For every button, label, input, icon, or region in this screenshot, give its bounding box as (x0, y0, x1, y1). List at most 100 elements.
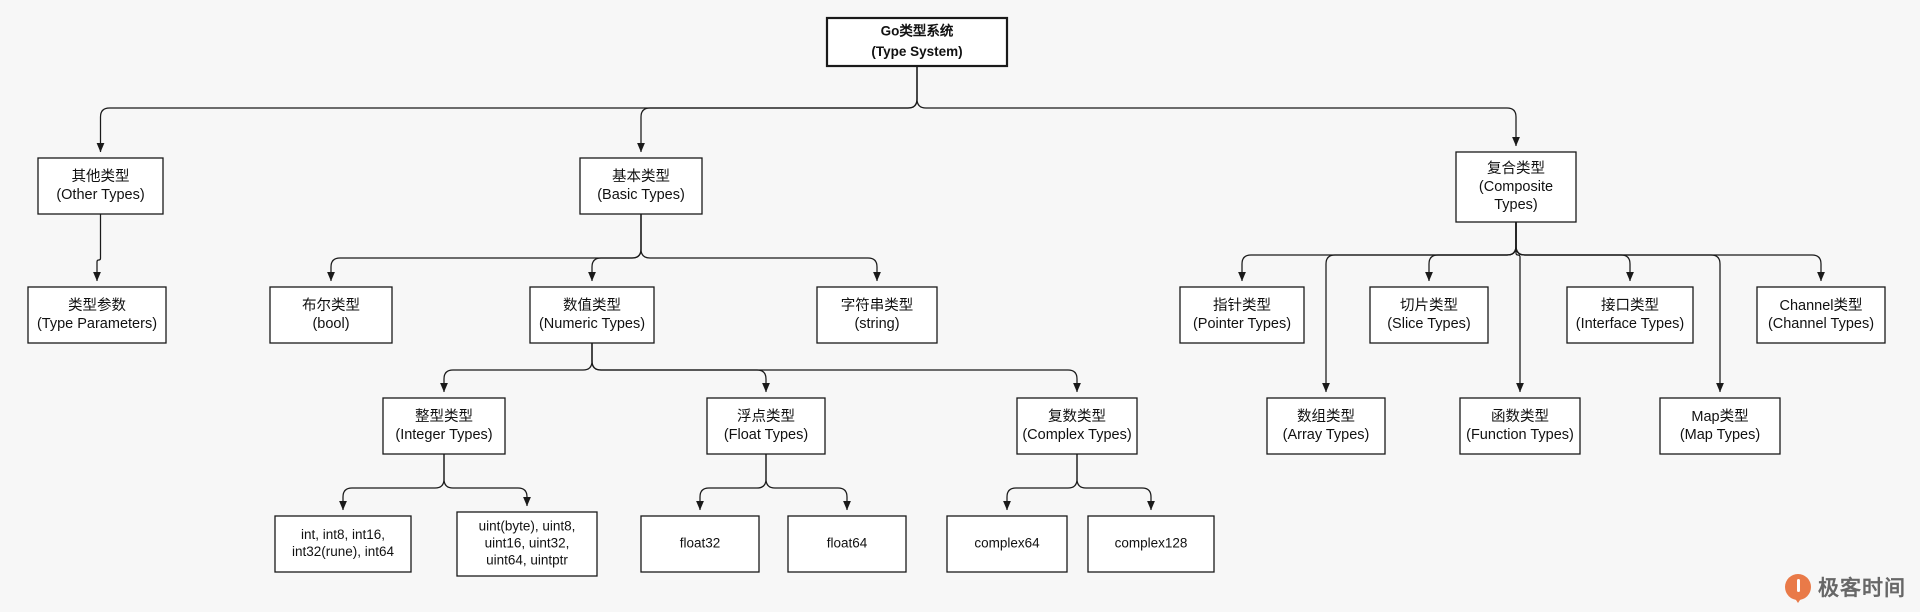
node-label-line: (Channel Types) (1768, 316, 1874, 332)
node-label-line: int32(rune), int64 (292, 544, 395, 559)
edge-numeric-types-to-complex-types (591, 343, 1082, 393)
geektime-logo-icon (1785, 574, 1811, 603)
node-label-line: uint64, uintptr (486, 553, 568, 568)
node-label-line: (Numeric Types) (539, 316, 645, 332)
node-label-line: 浮点类型 (737, 408, 795, 425)
node-label-line: 数组类型 (1297, 408, 1355, 425)
node-label-line: (Type System) (871, 44, 962, 59)
node-signed-ints[interactable]: int, int8, int16,int32(rune), int64 (274, 515, 412, 573)
node-label-line: 指针类型 (1213, 297, 1271, 314)
node-box (1369, 286, 1489, 344)
edge-complex-types-to-complex128 (1076, 454, 1156, 511)
node-label-line: 布尔类型 (302, 297, 360, 314)
node-label-line: (Interface Types) (1576, 316, 1685, 332)
node-label-line: (Composite (1479, 179, 1553, 195)
node-other-types[interactable]: 其他类型(Other Types) (37, 157, 164, 215)
node-box (1016, 397, 1138, 455)
node-type-parameters[interactable]: 类型参数(Type Parameters) (27, 286, 167, 344)
node-box (269, 286, 393, 344)
node-label-line: (Slice Types) (1387, 316, 1471, 332)
node-float-types[interactable]: 浮点类型(Float Types) (706, 397, 826, 455)
node-box (1087, 515, 1215, 573)
node-unsigned-ints[interactable]: uint(byte), uint8, uint16, uint32, uint64,… (456, 511, 598, 577)
edge-composite-types-to-function-types (1515, 222, 1525, 393)
node-label-line: 整型类型 (415, 408, 473, 425)
node-root[interactable]: Go类型系统 (Type System) (825, 16, 1009, 68)
node-box (1179, 286, 1305, 344)
node-numeric-types[interactable]: 数值类型 (Numeric Types) (529, 286, 655, 344)
node-label-line: (Map Types) (1680, 427, 1760, 443)
node-box (529, 286, 655, 344)
node-box (1459, 397, 1581, 455)
node-complex64[interactable]: complex64 (946, 515, 1068, 573)
edge-numeric-types-to-integer-types (440, 343, 593, 393)
node-box (816, 286, 938, 344)
node-interface-types[interactable]: 接口类型 (Interface Types) (1566, 286, 1694, 344)
node-box (640, 515, 760, 573)
node-label-line: complex64 (974, 536, 1040, 551)
node-label-line: 其他类型 (72, 168, 130, 185)
edge-integer-types-to-signed-ints (339, 454, 445, 511)
node-complex-types[interactable]: 复数类型(Complex Types) (1016, 397, 1138, 455)
node-box (274, 515, 412, 573)
watermark-label: 极客时间 (1818, 576, 1906, 600)
node-bool-types[interactable]: 布尔类型 (bool) (269, 286, 393, 344)
node-box (1266, 397, 1386, 455)
edge-composite-types-to-map-types (1515, 222, 1725, 393)
edge-numeric-types-to-float-types (591, 343, 771, 393)
edge-composite-types-to-pointer-types (1238, 222, 1517, 282)
node-label-line: Go类型系统 (881, 22, 954, 38)
node-label-line: Channel类型 (1779, 297, 1862, 314)
node-pointer-types[interactable]: 指针类型(Pointer Types) (1179, 286, 1305, 344)
node-label-line: 基本类型 (612, 168, 670, 185)
node-label-line: 复合类型 (1487, 159, 1545, 177)
node-label-line: (string) (854, 316, 899, 332)
node-label-line: float32 (680, 536, 721, 551)
edge-float-types-to-float64 (765, 454, 852, 511)
node-label-line: (Function Types) (1466, 427, 1574, 443)
edge-basic-types-to-string-types (640, 214, 882, 282)
node-complex128[interactable]: complex128 (1087, 515, 1215, 573)
node-label-line: 数值类型 (563, 297, 621, 314)
node-label-line: Map类型 (1691, 408, 1748, 425)
node-label-line: (Complex Types) (1022, 427, 1131, 443)
node-basic-types[interactable]: 基本类型 (Basic Types) (579, 157, 703, 215)
node-box (1566, 286, 1694, 344)
node-slice-types[interactable]: 切片类型(Slice Types) (1369, 286, 1489, 344)
node-float32[interactable]: float32 (640, 515, 760, 573)
node-label-line: (Integer Types) (395, 427, 492, 443)
nodes-layer: Go类型系统 (Type System) 其他类型(Other Types) 类型参数… (27, 16, 1886, 577)
edge-other-types-to-type-parameters (93, 214, 102, 282)
edge-float-types-to-float32 (696, 454, 767, 511)
node-function-types[interactable]: 函数类型 (Function Types) (1459, 397, 1581, 455)
node-string-types[interactable]: 字符串类型 (string) (816, 286, 938, 344)
node-label-line: (Array Types) (1283, 427, 1370, 443)
node-box (706, 397, 826, 455)
node-label-line: 接口类型 (1601, 297, 1659, 314)
watermark: 极客时间 (1785, 572, 1906, 603)
node-label-line: Types) (1494, 197, 1538, 213)
node-label-line: complex128 (1115, 536, 1188, 551)
node-label-line: 字符串类型 (841, 297, 914, 314)
node-label-line: 函数类型 (1491, 408, 1549, 425)
node-channel-types[interactable]: Channel类型 (Channel Types) (1756, 286, 1886, 344)
node-label-line: (Basic Types) (597, 187, 685, 203)
node-label-line: uint(byte), uint8, (479, 519, 576, 534)
edge-integer-types-to-unsigned-ints (443, 454, 532, 507)
node-label-line: uint16, uint32, (485, 536, 570, 551)
node-box (1659, 397, 1781, 455)
edge-basic-types-to-bool-types (327, 214, 642, 282)
node-box (1455, 151, 1577, 223)
edge-root-to-composite-types (916, 66, 1521, 147)
node-integer-types[interactable]: 整型类型 (Integer Types) (382, 397, 506, 455)
edge-composite-types-to-channel-types (1515, 222, 1826, 282)
node-box (27, 286, 167, 344)
node-map-types[interactable]: Map类型 (Map Types) (1659, 397, 1781, 455)
edge-root-to-basic-types (637, 66, 918, 153)
node-array-types[interactable]: 数组类型 (Array Types) (1266, 397, 1386, 455)
node-box (825, 16, 1009, 68)
node-label-line: (bool) (312, 316, 349, 332)
node-float64[interactable]: float64 (787, 515, 907, 573)
